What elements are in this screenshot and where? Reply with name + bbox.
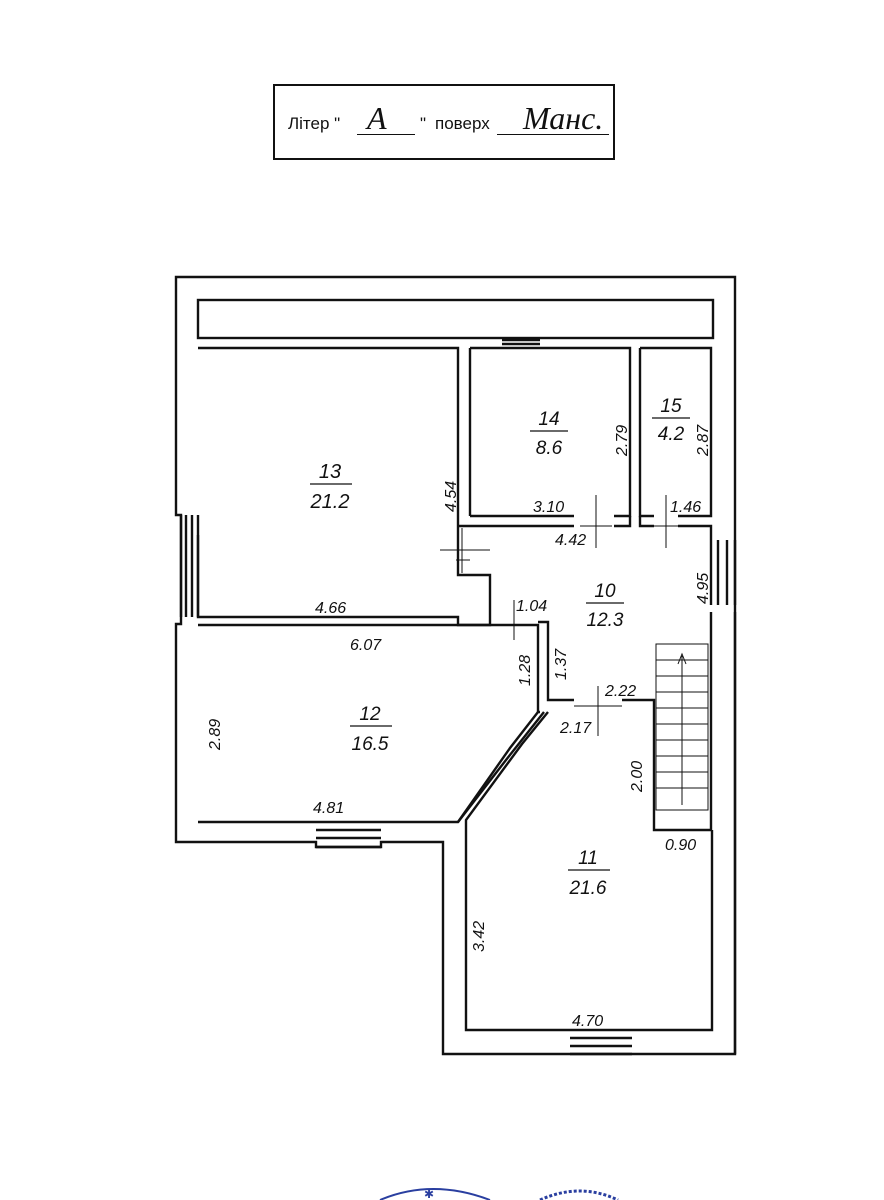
room12-number: 12: [359, 704, 381, 725]
dim-481: 4.81: [313, 800, 344, 817]
dim-466: 4.66: [315, 600, 346, 617]
floor-label: поверх: [435, 114, 490, 133]
stamp-right-arc: [539, 1189, 619, 1200]
dim-090: 0.90: [665, 837, 696, 854]
room14-number: 14: [538, 409, 559, 430]
staircase: [655, 643, 709, 811]
room11-diag-outer: [457, 711, 539, 823]
dim-607: 6.07: [350, 637, 382, 654]
dim-217: 2.17: [559, 720, 592, 737]
dim-454: 4.54: [443, 481, 460, 512]
dim-279: 2.79: [614, 425, 631, 457]
room12-area: 16.5: [352, 734, 389, 755]
stamp-left-arc: [379, 1188, 491, 1200]
outer-wall-outer: [174, 275, 737, 1056]
room10-area: 12.3: [587, 610, 624, 631]
dim-289: 2.89: [207, 719, 224, 751]
dim-128: 1.28: [517, 655, 534, 686]
room15-area: 4.2: [658, 424, 685, 445]
window-room12: [316, 820, 381, 849]
stair-right-wall: [709, 612, 737, 1054]
floor-underline: [497, 134, 609, 135]
corridor-inner-wall: [458, 516, 713, 540]
room13-number: 13: [319, 461, 341, 483]
dim-495: 4.95: [695, 573, 712, 604]
door-marks: [440, 495, 678, 736]
liter-underline: [357, 134, 415, 135]
liter-label: Літер ": [288, 114, 341, 133]
room14-wall: [470, 346, 632, 518]
dim-137: 1.37: [553, 648, 570, 680]
liter-close-quote: ": [420, 114, 427, 133]
room14-area: 8.6: [536, 438, 563, 459]
room13-area: 21.2: [310, 491, 350, 513]
top-corridor: [196, 298, 715, 340]
dim-310: 3.10: [533, 499, 564, 516]
dim-200: 2.00: [629, 761, 646, 793]
dim-470: 4.70: [572, 1013, 603, 1030]
room11-area: 21.6: [569, 878, 607, 899]
room12-wall: [198, 623, 545, 824]
header-box: Літер " А " поверх Манс.: [273, 84, 615, 160]
room15-number: 15: [660, 396, 682, 417]
window-corridor: [709, 540, 737, 605]
dim-222: 2.22: [604, 683, 636, 700]
dim-342: 3.42: [471, 921, 488, 952]
floor-value: Манс.: [523, 100, 604, 136]
svg-text:✱: ✱: [424, 1187, 434, 1200]
room10-number: 10: [594, 581, 616, 602]
liter-value: А: [367, 100, 387, 136]
partition-12-10: [538, 620, 712, 832]
dim-104: 1.04: [516, 598, 547, 615]
window-room11: [570, 1028, 632, 1056]
room-labels: 13 21.2 14 8.6 15 4.2 10 12.3 12 16.5 11…: [310, 396, 690, 899]
dim-442: 4.42: [555, 532, 586, 549]
window-room14: [502, 338, 540, 350]
room11-number: 11: [578, 848, 598, 869]
dimension-labels: 4.54 2.79 2.87 3.10 1.46 4.42 4.95 4.66 …: [207, 424, 712, 1030]
dim-146: 1.46: [670, 499, 701, 516]
stamp-marks: ✱: [379, 1187, 619, 1200]
room11-wall: [464, 711, 714, 1032]
dim-287: 2.87: [695, 424, 712, 457]
window-room13: [179, 515, 200, 617]
